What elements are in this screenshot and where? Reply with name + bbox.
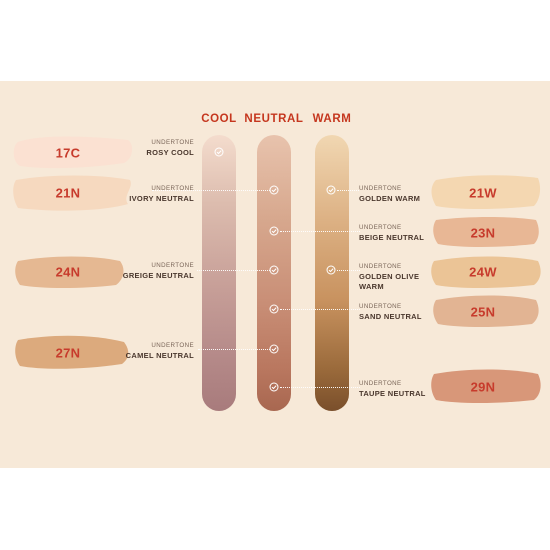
shade-code-27n: 27N [55,345,81,361]
undertone-caption: UNDERTONE [151,185,194,192]
check-icon [269,344,279,354]
swatch-21n [13,175,131,211]
undertone-label-24n: UNDERTONE GREIGE NEUTRAL [123,261,194,281]
undertone-name: BEIGE NEUTRAL [359,233,425,242]
undertone-caption: UNDERTONE [359,303,402,310]
undertone-caption: UNDERTONE [359,263,402,270]
undertone-caption: UNDERTONE [359,185,402,192]
swatch-23n [433,217,539,247]
connector-29n [280,387,360,388]
undertone-name: GOLDEN OLIVE WARM [359,272,420,291]
swatch-24w [431,256,541,288]
shade-code-25n: 25N [470,304,496,320]
undertone-label-17c: UNDERTONE ROSY COOL [146,138,194,158]
undertone-label-29n: UNDERTONE TAUPE NEUTRAL [359,379,426,399]
undertone-caption: UNDERTONE [151,342,194,349]
swatch-21w [431,175,541,209]
check-icon [326,185,336,195]
shade-code-29n: 29N [470,379,496,395]
swatch-27n [15,335,129,369]
swatch-25n [433,295,539,327]
shade-code-24n: 24N [55,264,81,280]
connector-21n [152,190,270,191]
connector-25n [280,309,360,310]
undertone-name: ROSY COOL [146,148,194,157]
swatch-24n [15,256,124,288]
shade-code-17c: 17C [55,145,81,161]
shade-code-24w: 24W [469,264,497,280]
undertone-name: IVORY NEUTRAL [129,194,194,203]
column-header-cool: COOL [201,113,237,125]
undertone-name: CAMEL NEUTRAL [125,351,194,360]
connector-21w [337,190,359,191]
check-icon [269,226,279,236]
undertone-name: TAUPE NEUTRAL [359,389,426,398]
connector-27n [198,349,270,350]
column-header-warm: WARM [312,113,352,125]
undertone-name: SAND NEUTRAL [359,312,422,321]
undertone-caption: UNDERTONE [151,262,194,269]
undertone-caption: UNDERTONE [359,380,402,387]
undertone-label-24w: UNDERTONE GOLDEN OLIVE WARM [359,262,434,292]
check-icon [269,185,279,195]
swatch-17c [13,136,133,169]
undertone-label-27n: UNDERTONE CAMEL NEUTRAL [126,341,194,361]
check-icon [269,265,279,275]
check-icon [214,147,224,157]
warm-gradient-bar [315,135,349,411]
shade-code-23n: 23N [470,225,496,241]
undertone-label-25n: UNDERTONE SAND NEUTRAL [359,302,422,322]
undertone-label-21w: UNDERTONE GOLDEN WARM [359,184,420,204]
undertone-label-21n: UNDERTONE IVORY NEUTRAL [129,184,194,204]
undertone-caption: UNDERTONE [359,224,402,231]
connector-23n [280,231,360,232]
undertone-caption: UNDERTONE [151,139,194,146]
connector-24w [337,270,360,271]
check-icon [326,265,336,275]
undertone-name: GREIGE NEUTRAL [122,271,194,280]
neutral-gradient-bar [257,135,291,411]
undertone-label-23n: UNDERTONE BEIGE NEUTRAL [359,223,424,243]
column-header-neutral: NEUTRAL [244,113,304,125]
shade-code-21n: 21N [55,185,81,201]
cool-gradient-bar [202,135,236,411]
shade-code-21w: 21W [469,185,497,201]
undertone-name: GOLDEN WARM [359,194,421,203]
swatch-29n [431,369,541,403]
check-icon [269,304,279,314]
check-icon [269,382,279,392]
connector-24n [197,270,270,271]
